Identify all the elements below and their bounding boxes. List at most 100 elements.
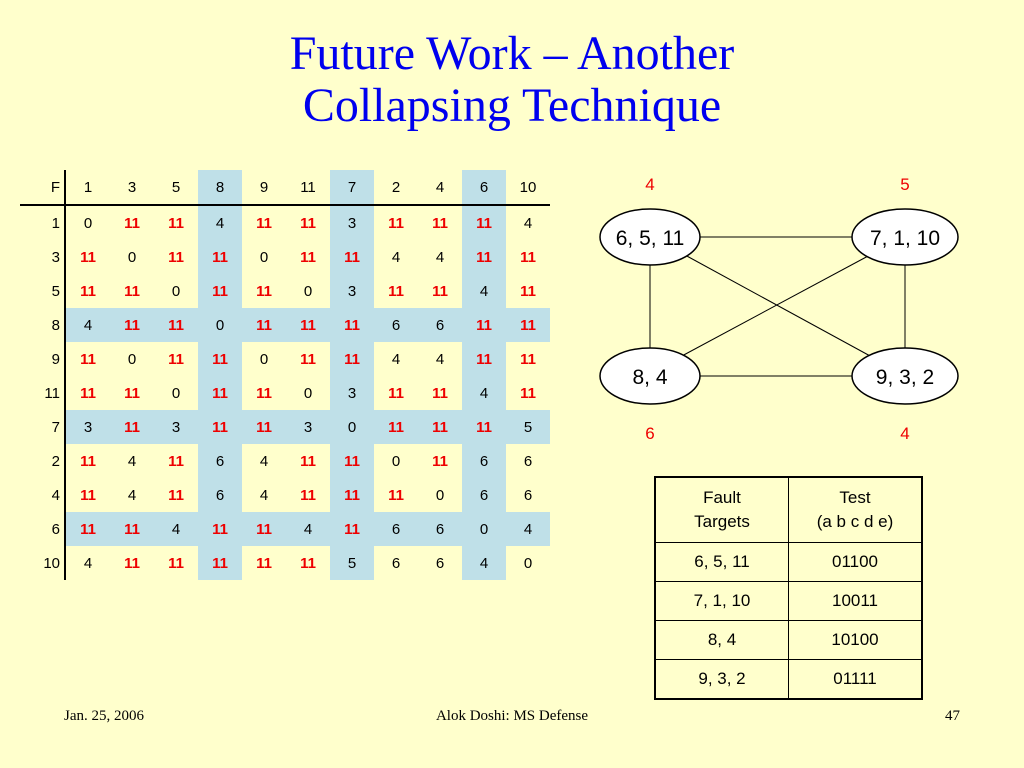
matrix-cell: 11 bbox=[432, 282, 448, 300]
graph-node-label: 7, 1, 10 bbox=[870, 227, 940, 250]
test-vector-cell: 01100 bbox=[788, 542, 923, 582]
matrix-cell: 5 bbox=[330, 546, 374, 580]
matrix-cell: 0 bbox=[303, 282, 313, 300]
matrix-header-cell: 7 bbox=[330, 170, 374, 206]
footer-date: Jan. 25, 2006 bbox=[64, 708, 144, 724]
matrix-cell: 11 bbox=[80, 384, 96, 402]
matrix-cell: 11 bbox=[300, 214, 316, 232]
matrix-cell: 11 bbox=[432, 214, 448, 232]
matrix-cell: 4 bbox=[65, 308, 110, 342]
matrix-row-label: 8 bbox=[20, 308, 66, 342]
matrix-cell: 11 bbox=[520, 350, 536, 368]
matrix-cell: 11 bbox=[80, 248, 96, 266]
matrix-cell: 5 bbox=[506, 410, 550, 444]
test-header: Test (a b c d e) bbox=[788, 476, 923, 543]
matrix-cell: 11 bbox=[330, 308, 374, 342]
graph-node-6-5-11 bbox=[599, 208, 701, 266]
matrix-cell: 11 bbox=[300, 248, 316, 266]
matrix-cell: 3 bbox=[286, 410, 330, 444]
matrix-cell: 11 bbox=[520, 282, 536, 300]
footer-presenter: Alok Doshi: MS Defense bbox=[435, 708, 589, 724]
matrix-cell: 6 bbox=[462, 478, 506, 512]
matrix-cell: 4 bbox=[286, 512, 330, 546]
fault-targets-cell: 7, 1, 10 bbox=[654, 581, 789, 621]
matrix-cell: 11 bbox=[168, 452, 184, 470]
matrix-cell: 11 bbox=[168, 214, 184, 232]
matrix-cell: 4 bbox=[462, 546, 506, 580]
matrix-cell: 11 bbox=[124, 384, 140, 402]
matrix-row-label: 4 bbox=[20, 478, 66, 512]
matrix-cell: 0 bbox=[127, 248, 137, 266]
matrix-cell: 6 bbox=[198, 444, 242, 478]
matrix-cell: 11 bbox=[198, 240, 242, 274]
test-vector-cell: 01111 bbox=[788, 659, 923, 700]
matrix-cell: 0 bbox=[259, 248, 269, 266]
table-row: 8, 4 10100 bbox=[654, 620, 923, 660]
node-weight-label: 4 bbox=[645, 175, 654, 194]
fault-targets-header: Fault Targets bbox=[654, 476, 789, 543]
matrix-cell: 11 bbox=[110, 410, 154, 444]
matrix-cell: 11 bbox=[330, 512, 374, 546]
matrix-cell: 11 bbox=[418, 410, 462, 444]
matrix-header-cell: 10 bbox=[506, 170, 550, 206]
matrix-cell: 11 bbox=[462, 342, 506, 376]
matrix-cell: 11 bbox=[198, 342, 242, 376]
matrix-cell: 11 bbox=[388, 214, 404, 232]
matrix-cell: 11 bbox=[330, 444, 374, 478]
graph-node-8-4 bbox=[599, 347, 701, 405]
matrix-cell: 11 bbox=[198, 410, 242, 444]
fault-targets-cell: 9, 3, 2 bbox=[654, 659, 789, 700]
matrix-cell: 11 bbox=[374, 410, 418, 444]
matrix-header-cell: 9 bbox=[242, 170, 286, 206]
matrix-cell: 3 bbox=[330, 376, 374, 410]
node-weight-label: 6 bbox=[645, 424, 654, 443]
matrix-cell: 6 bbox=[435, 554, 445, 572]
footer-page-number: 47 bbox=[945, 708, 960, 724]
matrix-header-cell: 11 bbox=[286, 170, 330, 206]
matrix-row-label: 9 bbox=[20, 342, 66, 376]
node-weight-label: 4 bbox=[900, 424, 909, 443]
matrix-cell: 11 bbox=[242, 308, 286, 342]
matrix-cell: 6 bbox=[462, 444, 506, 478]
matrix-cell: 6 bbox=[523, 486, 533, 504]
matrix-cell: 11 bbox=[154, 308, 198, 342]
matrix-header-cell: 2 bbox=[374, 170, 418, 206]
matrix-cell: 4 bbox=[198, 205, 242, 240]
matrix-cell: 11 bbox=[462, 240, 506, 274]
matrix-header-cell: F bbox=[20, 170, 66, 206]
matrix-cell: 11 bbox=[168, 486, 184, 504]
matrix-cell: 11 bbox=[124, 282, 140, 300]
matrix-cell: 0 bbox=[127, 350, 137, 368]
matrix-cell: 11 bbox=[80, 452, 96, 470]
matrix-cell: 4 bbox=[127, 452, 137, 470]
matrix-row-label: 1 bbox=[20, 205, 66, 240]
matrix-cell: 4 bbox=[435, 350, 445, 368]
fault-test-table: Fault Targets Test (a b c d e) 6, 5, 11 … bbox=[654, 476, 923, 700]
matrix-cell: 11 bbox=[65, 512, 110, 546]
matrix-cell: 11 bbox=[256, 282, 272, 300]
matrix-cell: 0 bbox=[435, 486, 445, 504]
matrix-header-cell: 6 bbox=[462, 170, 506, 206]
table-row: 7, 1, 10 10011 bbox=[654, 581, 923, 621]
matrix-cell: 11 bbox=[198, 274, 242, 308]
matrix-cell: 3 bbox=[154, 410, 198, 444]
matrix-cell: 0 bbox=[462, 512, 506, 546]
matrix-cell: 11 bbox=[124, 554, 140, 572]
test-vector-cell: 10100 bbox=[788, 620, 923, 660]
matrix-cell: 0 bbox=[391, 452, 401, 470]
matrix-row-label: 5 bbox=[20, 274, 66, 308]
matrix-row-label: 11 bbox=[20, 376, 66, 410]
matrix-cell: 11 bbox=[330, 240, 374, 274]
matrix-header-cell: 5 bbox=[154, 170, 198, 206]
graph-node-label: 6, 5, 11 bbox=[616, 227, 685, 250]
matrix-cell: 11 bbox=[300, 350, 316, 368]
graph-node-7-1-10 bbox=[851, 208, 959, 266]
matrix-cell: 11 bbox=[256, 384, 272, 402]
